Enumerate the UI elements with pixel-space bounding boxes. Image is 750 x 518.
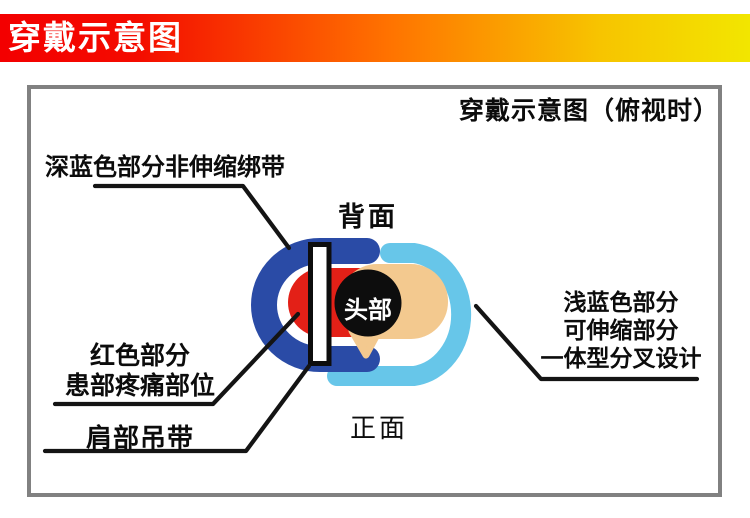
page-title: 穿戴示意图: [8, 19, 183, 56]
label-back-side: 背面: [338, 202, 398, 232]
label-shoulder-strap: 肩部吊带: [86, 423, 195, 453]
shoulder-strap-bar: [308, 242, 332, 366]
pointer-line-light-blue: [473, 303, 700, 382]
dark-blue-band-shape: [251, 238, 380, 372]
label-red-pain-area: 红色部分 患部疼痛部位: [40, 341, 240, 401]
pointer-line-dark-blue: [92, 183, 292, 251]
diagram-frame: [27, 85, 722, 497]
title-banner: 穿戴示意图: [0, 14, 750, 62]
pointer-line-shoulder-strap: [42, 363, 312, 454]
label-red-line2: 患部疼痛部位: [64, 372, 215, 400]
label-light-blue-line2: 可伸缩部分: [563, 317, 679, 343]
label-light-blue-band: 浅蓝色部分 可伸缩部分 一体型分叉设计: [528, 288, 714, 372]
pointer-line-red-area: [52, 311, 301, 407]
label-light-blue-line1: 浅蓝色部分: [563, 289, 679, 315]
label-head: 头部: [344, 297, 392, 324]
label-red-line1: 红色部分: [89, 342, 190, 370]
label-front-side: 正面: [350, 413, 409, 443]
label-dark-blue-band: 深蓝色部分非伸缩绑带: [45, 154, 285, 181]
frame-title: 穿戴示意图（俯视时）: [458, 97, 719, 125]
light-blue-band-shape: [327, 243, 472, 386]
head-circle: [334, 269, 402, 337]
label-light-blue-line3: 一体型分叉设计: [540, 345, 702, 371]
